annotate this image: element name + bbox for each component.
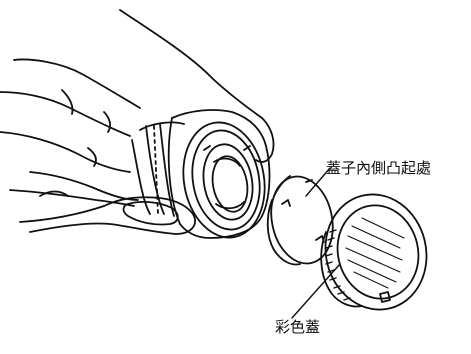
hand-drawing	[0, 9, 275, 235]
leader-line-color-cap	[291, 263, 341, 319]
leader-line-inner-bump	[305, 167, 331, 197]
color-cap-drawing	[320, 193, 428, 311]
inner-cap-drawing	[266, 175, 334, 266]
label-inner-bump: 蓋子內側凸起處	[326, 159, 432, 177]
label-color-cap: 彩色蓋	[275, 318, 321, 336]
lens-body-drawing	[131, 109, 271, 239]
